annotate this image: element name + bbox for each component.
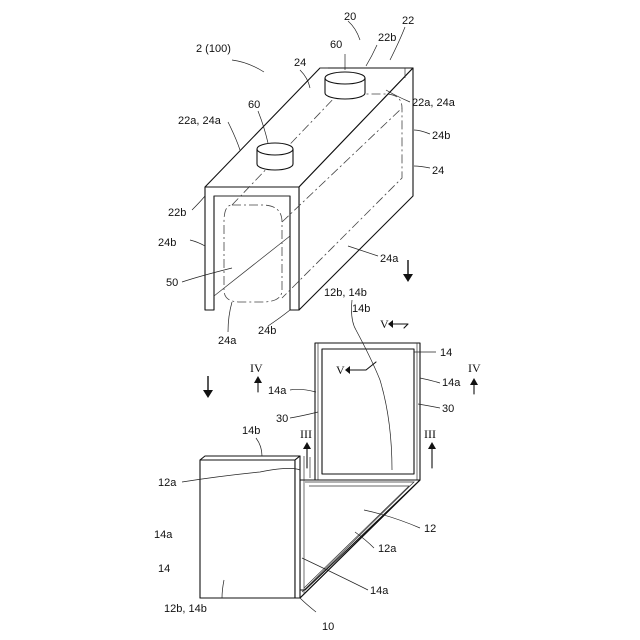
label-III-left: III [300, 427, 312, 441]
label-24a-mid: 24a [380, 253, 399, 265]
label-60-top: 60 [330, 39, 342, 51]
label-14b-mid: 14b [242, 425, 260, 437]
label-14-right: 14 [440, 347, 452, 359]
label-22a24a-left: 22a, 24a [178, 115, 222, 127]
label-20: 20 [344, 11, 356, 23]
label-24a-bottom: 24a [218, 335, 237, 347]
label-30-left: 30 [276, 413, 288, 425]
label-60-left: 60 [248, 99, 260, 111]
label-12b14b-bottom: 12b, 14b [164, 603, 207, 615]
label-14a-outer: 14a [154, 529, 173, 541]
label-24b-right: 24b [432, 130, 450, 142]
label-IV-right: IV [468, 361, 481, 375]
label-14b-top: 14b [352, 303, 370, 315]
label-12a-right: 12a [378, 543, 397, 555]
cover-inner-diagonal [214, 236, 290, 296]
label-14a-left: 14a [268, 385, 287, 397]
case-front-wall-side [295, 456, 300, 598]
label-IV-left: IV [250, 361, 263, 375]
label-24-right: 24 [432, 165, 444, 177]
label-14-left: 14 [158, 563, 170, 575]
label-12b14b-top: 12b, 14b [324, 287, 367, 299]
battery-50-outline [224, 205, 282, 302]
label-III-right: III [424, 427, 436, 441]
terminal-60-front [257, 143, 293, 170]
label-14a-bottom: 14a [370, 585, 389, 597]
label-V-inner: V [336, 363, 345, 377]
label-10: 10 [322, 621, 334, 633]
label-24-top: 24 [294, 57, 306, 69]
label-22b-top: 22b [378, 32, 396, 44]
label-22a24a-right: 22a, 24a [412, 97, 456, 109]
case-front-wall-14 [200, 460, 295, 598]
label-50: 50 [166, 277, 178, 289]
case-front-wall-top [200, 456, 300, 460]
case-assembly-10 [200, 343, 420, 598]
label-12: 12 [424, 523, 436, 535]
label-2-100: 2 (100) [196, 43, 231, 55]
label-12a-left: 12a [158, 477, 177, 489]
label-V-top: V [380, 317, 389, 331]
label-14a-right: 14a [442, 377, 461, 389]
terminal-60-rear [325, 72, 365, 99]
label-22-top: 22 [402, 15, 414, 27]
cover-assembly-20 [205, 68, 413, 310]
label-22b-left: 22b [168, 207, 186, 219]
label-24b-bottom: 24b [258, 325, 276, 337]
label-24b-left: 24b [158, 237, 176, 249]
label-30-right: 30 [442, 403, 454, 415]
